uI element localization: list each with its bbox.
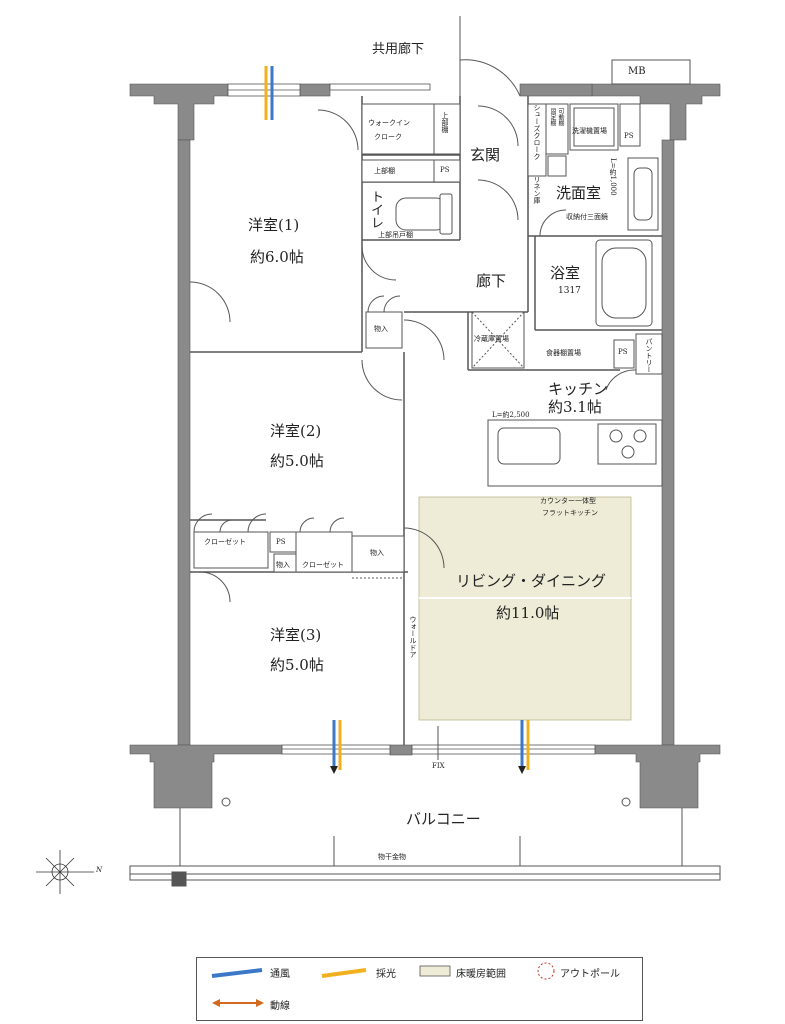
linen-label: リネン庫: [533, 176, 541, 204]
entrance-label: 玄関: [470, 146, 501, 164]
bedroom2-name: 洋室(2): [270, 422, 322, 440]
top-window: [227, 83, 431, 97]
bathtub: [595, 239, 653, 327]
bedroom3-size: 約5.0帖: [270, 656, 324, 674]
bath-label: 浴室: [550, 264, 581, 282]
legend-graphics: [211, 962, 555, 1007]
ps-label-4: PS: [276, 538, 286, 546]
kitchen-length: L=約2,500: [492, 411, 530, 419]
ps-label-3: PS: [618, 348, 628, 356]
bath-size-label: 1317: [558, 286, 581, 296]
walkin-line2: クローク: [374, 133, 402, 141]
compass: [36, 850, 94, 894]
compass-n-label: N: [96, 866, 103, 874]
ps-label-1: PS: [440, 166, 450, 174]
balcony: [129, 797, 721, 887]
corridor-label: 廊下: [476, 272, 507, 290]
fix-label: FIX: [432, 762, 445, 770]
counter-note1: カウンター一体型: [540, 497, 596, 505]
cupboard-label: 食器棚置場: [546, 349, 581, 357]
doors: [189, 16, 637, 603]
mb-box: [611, 59, 691, 85]
bedroom2-size: 約5.0帖: [270, 452, 324, 470]
bedroom1-size: 約6.0帖: [250, 248, 304, 266]
washroom-dim-label: L=約1,000: [609, 158, 617, 196]
mirror-label: 収納付三面鏡: [566, 213, 608, 221]
kitchen-size: 約3.1帖: [548, 398, 602, 416]
panty-label: パントリー: [645, 338, 653, 373]
ldk-name: リビング・ダイニング: [456, 572, 607, 590]
bedroom1-name: 洋室(1): [248, 216, 300, 234]
storage1-label: 物入: [374, 325, 388, 333]
upper-shelf-vertical: 上部棚: [441, 112, 449, 133]
closet-a-label: クローゼット: [204, 538, 246, 546]
mb-label: MB: [628, 66, 646, 77]
walkin-line1: ウォークイン: [368, 119, 410, 127]
ps-label-2: PS: [624, 132, 634, 140]
upper-hanging-label: 上部吊戸棚: [378, 231, 413, 239]
shoes-closet-label: シューズクローク: [533, 104, 541, 160]
movable-shelf-label: 可動棚: [557, 108, 564, 126]
upper-shelf-horizontal: 上部棚: [374, 167, 395, 175]
storage3-label: 物入: [370, 549, 384, 557]
fridge-label: 冷蔵庫置場: [474, 335, 509, 343]
legend-traffic: 動線: [270, 1001, 290, 1012]
hanger-label: 物干金物: [378, 853, 406, 861]
legend-daylight: 採光: [376, 969, 396, 980]
legend-ventilation: 通風: [270, 969, 290, 980]
legend-heating: 床暖房範囲: [456, 969, 506, 980]
fixed-shelf-label: 固定棚: [549, 108, 556, 126]
washroom-label: 洗面室: [556, 184, 602, 202]
laundry-space-label: 洗濯機置場: [572, 127, 607, 135]
toilet-fixture: [395, 193, 453, 235]
legend: [196, 957, 643, 1021]
ldk-size: 約11.0帖: [496, 604, 560, 622]
bedroom3-name: 洋室(3): [270, 626, 322, 644]
exterior-walls: [129, 83, 721, 809]
floor-heating-area: [418, 496, 632, 721]
bottom-window: [281, 744, 596, 755]
storage2-label: 物入: [276, 561, 290, 569]
counter-note2: フラットキッチン: [542, 509, 598, 517]
common-corridor-label: 共用廊下: [372, 42, 425, 57]
balcony-label: バルコニー: [406, 810, 481, 828]
closet-b-label: クローゼット: [302, 561, 344, 569]
legend-outpole: アウトポール: [560, 969, 620, 980]
toilet-label: トイレ: [368, 190, 383, 229]
kitchen-name: キッチン: [548, 380, 609, 398]
vent-arrows: [264, 66, 530, 770]
wall-door-label: ウォールドア: [409, 616, 417, 658]
